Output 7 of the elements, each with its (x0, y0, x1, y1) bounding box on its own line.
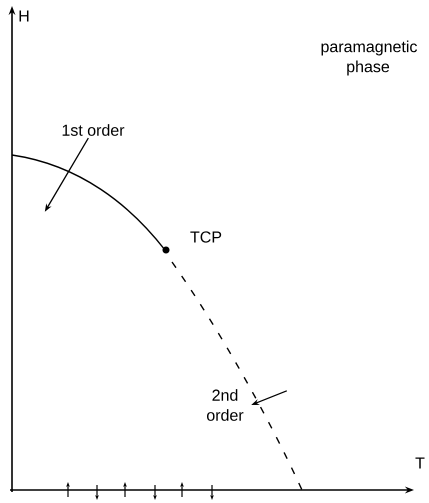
second-order-line (171, 262, 303, 490)
axis-label: TCP (190, 231, 222, 243)
axis-label: paramagnetic phase (322, 40, 417, 76)
axis-label: H (20, 10, 28, 22)
first-order-line (12, 154, 166, 250)
phase-label: 1st order (62, 124, 124, 136)
axis-label: T (415, 458, 425, 468)
